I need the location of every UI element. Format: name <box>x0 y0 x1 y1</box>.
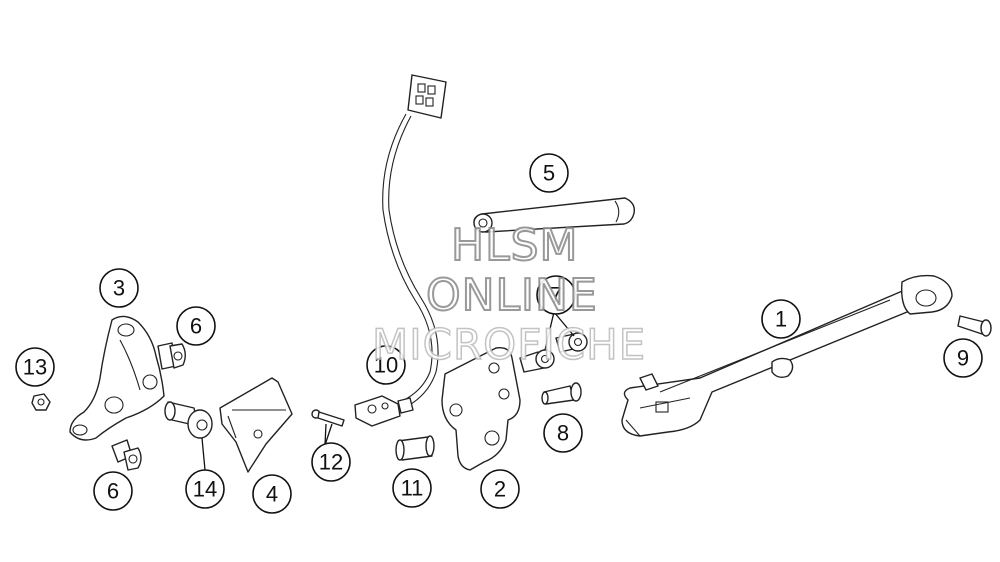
part-12-screw <box>311 409 345 427</box>
callout-9: 9 <box>943 338 983 378</box>
svg-text:2: 2 <box>494 477 506 502</box>
part-10-sensor-cable <box>354 74 447 427</box>
svg-text:8: 8 <box>557 421 569 446</box>
callout-5: 5 <box>529 153 569 193</box>
callout-6-lower: 6 <box>93 471 133 511</box>
part-4-cover <box>219 377 293 473</box>
callout-10: 10 <box>366 345 406 385</box>
svg-text:9: 9 <box>957 346 969 371</box>
part-7-screws <box>519 332 588 373</box>
callout-11: 11 <box>392 468 432 508</box>
callout-6-upper: 6 <box>176 306 216 346</box>
svg-text:13: 13 <box>23 355 47 380</box>
leader-lines <box>201 311 575 471</box>
part-13-nut <box>31 393 51 411</box>
svg-text:10: 10 <box>374 353 398 378</box>
svg-text:11: 11 <box>401 476 424 501</box>
svg-text:6: 6 <box>190 314 202 339</box>
callout-1: 1 <box>761 299 801 339</box>
part-2-mount-plate <box>441 347 521 471</box>
svg-text:14: 14 <box>193 477 217 502</box>
svg-text:7: 7 <box>550 283 562 308</box>
part-6-bolt-lower <box>111 439 142 471</box>
svg-text:6: 6 <box>107 479 119 504</box>
callout-3: 3 <box>99 268 139 308</box>
part-3-bracket <box>69 315 165 441</box>
part-14-bolt <box>164 401 213 439</box>
callout-13: 13 <box>15 347 55 387</box>
callout-4: 4 <box>252 474 292 514</box>
part-1-side-stand <box>621 274 953 437</box>
part-5-pin <box>473 197 635 233</box>
callout-2: 2 <box>480 469 520 509</box>
svg-text:5: 5 <box>543 161 555 186</box>
part-9-bolt <box>957 315 992 337</box>
callout-12: 12 <box>311 442 351 482</box>
svg-text:3: 3 <box>113 276 125 301</box>
svg-text:4: 4 <box>266 482 278 507</box>
svg-text:1: 1 <box>775 307 787 332</box>
part-11-bushing <box>395 435 435 461</box>
callout-14: 14 <box>185 469 225 509</box>
part-6-bolt-upper <box>157 342 186 370</box>
callout-8: 8 <box>543 413 583 453</box>
part-8-pin <box>541 382 582 405</box>
svg-text:12: 12 <box>319 450 343 475</box>
callout-7: 7 <box>536 275 576 315</box>
